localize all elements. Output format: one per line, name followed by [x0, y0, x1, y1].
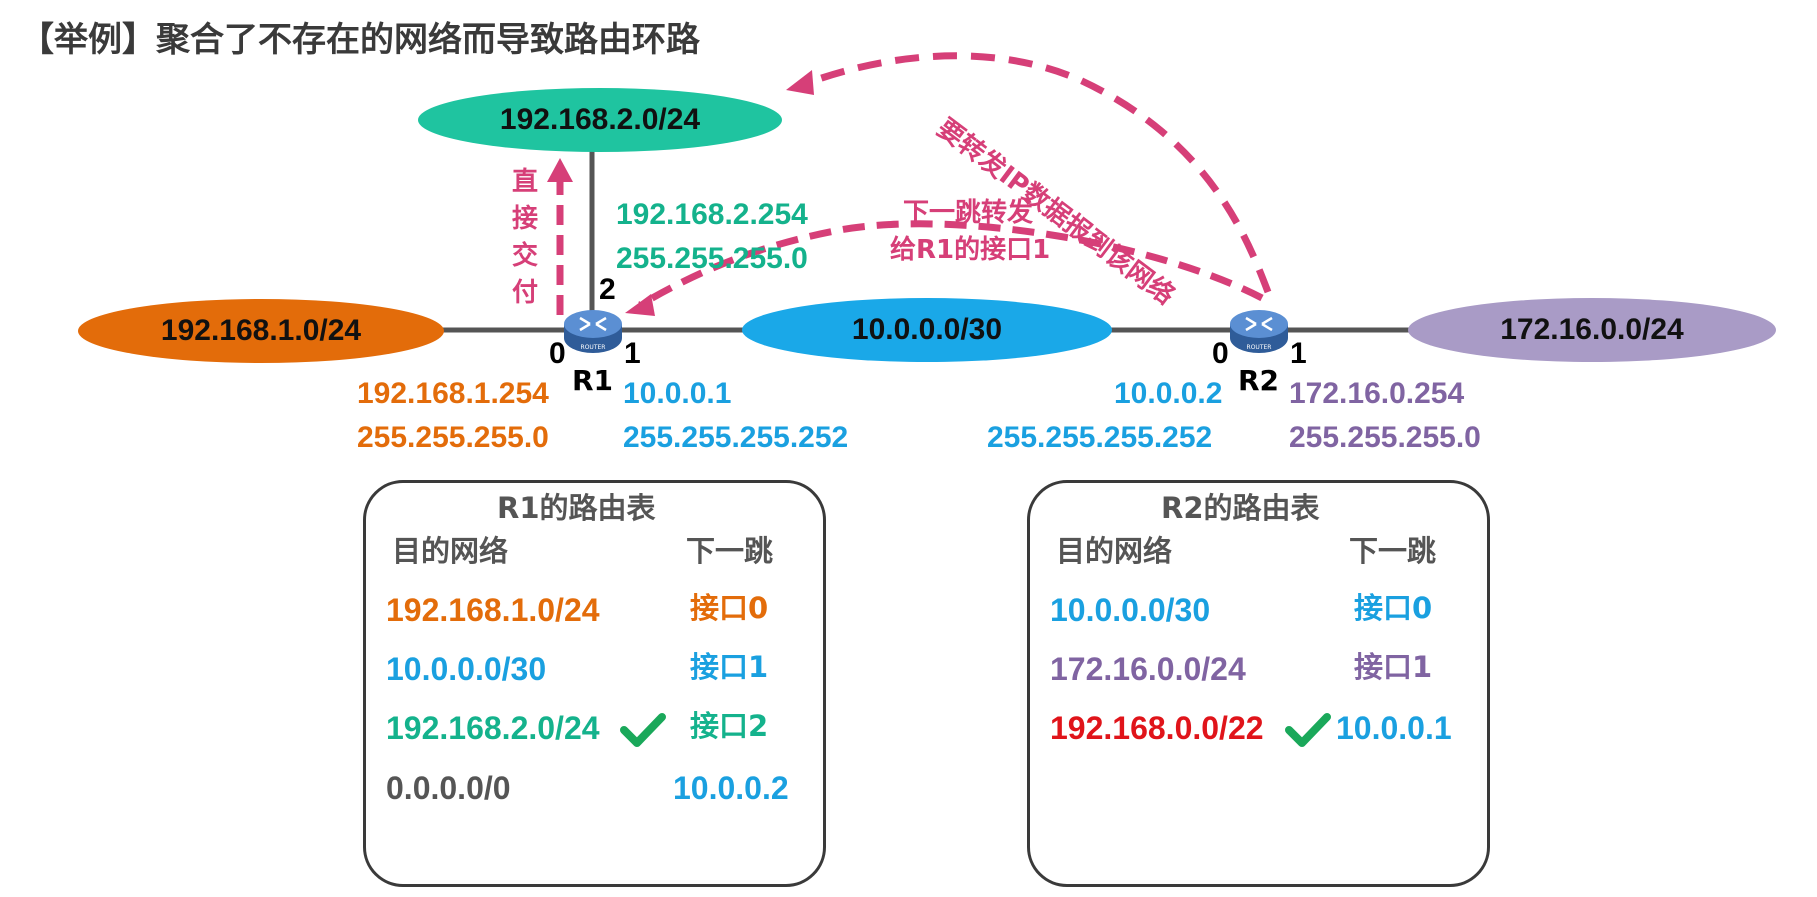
network-label: 10.0.0.0/30: [851, 313, 1003, 346]
network-10-0-0: 10.0.0.0/30: [742, 298, 1112, 362]
r2-row-next: 接口1: [1354, 650, 1433, 684]
direct-delivery-label: 直 接 交 付: [510, 164, 540, 312]
r1-port-2: 2: [599, 273, 616, 306]
r1-label: R1: [572, 364, 614, 397]
page-title: 【举例】聚合了不存在的网络而导致路由环路: [20, 20, 700, 60]
network-label: 192.168.1.0/24: [160, 314, 362, 347]
next-hop-arrowhead: [625, 294, 655, 316]
annotation-char: 交: [511, 241, 538, 271]
r1-if1-ip: 10.0.0.1: [623, 377, 732, 410]
r2-if1-mask: 255.255.255.0: [1289, 421, 1481, 454]
r1-routing-table: [363, 480, 826, 887]
r1-row-next: 10.0.0.2: [673, 770, 789, 806]
checkmark-icon: [620, 713, 666, 747]
r1-col-next: 下一跳: [686, 534, 774, 568]
r2-row-next: 10.0.0.1: [1336, 710, 1452, 746]
r1-row-next: 接口2: [690, 709, 769, 743]
r2-row-dest: 10.0.0.0/30: [1050, 592, 1211, 628]
r1-if2-mask: 255.255.255.0: [616, 242, 808, 275]
annotation-char: 接: [511, 204, 538, 234]
r2-port-1: 1: [1290, 337, 1307, 370]
r2-col-dest: 目的网络: [1056, 534, 1173, 568]
r1-table-title: R1的路由表: [497, 491, 656, 525]
direct-delivery-arrowhead: [547, 158, 573, 182]
network-192-168-1: 192.168.1.0/24: [78, 299, 444, 363]
r2-row-dest: 172.16.0.0/24: [1050, 651, 1246, 687]
next-hop-label-line1: 下一跳转发: [903, 198, 1034, 228]
next-hop-label-line2: 给R1的接口1: [890, 235, 1051, 265]
r1-row-dest: 192.168.2.0/24: [386, 710, 600, 746]
r2-row-dest: 192.168.0.0/22: [1050, 710, 1264, 746]
r1-if1-mask: 255.255.255.252: [623, 421, 849, 454]
forward-ip-arrow: [808, 52, 1272, 294]
router-icon: ROUTER: [564, 310, 622, 353]
network-label: 192.168.2.0/24: [499, 103, 701, 136]
svg-text:ROUTER: ROUTER: [1247, 344, 1272, 351]
r2-port-0: 0: [1212, 337, 1229, 370]
r2-if0-mask: 255.255.255.252: [987, 421, 1213, 454]
r1-row-dest: 10.0.0.0/30: [386, 651, 547, 687]
r1-row-next: 接口0: [690, 591, 769, 625]
r2-if0-ip: 10.0.0.2: [1114, 377, 1223, 410]
r1-row-dest: 0.0.0.0/0: [386, 770, 511, 806]
network-192-168-2: 192.168.2.0/24: [418, 88, 782, 152]
annotation-char: 直: [511, 167, 538, 197]
r1-if0-mask: 255.255.255.0: [357, 421, 549, 454]
forward-ip-arrowhead: [786, 70, 814, 95]
r2-routing-table: [1027, 480, 1490, 887]
svg-text:ROUTER: ROUTER: [581, 344, 606, 351]
r2-if1-ip: 172.16.0.254: [1289, 377, 1465, 410]
r1-row-next: 接口1: [690, 650, 769, 684]
r2-row-next: 接口0: [1354, 591, 1433, 625]
r1-port-0: 0: [549, 337, 566, 370]
network-label: 172.16.0.0/24: [1500, 313, 1684, 346]
checkmark-icon: [1285, 713, 1331, 747]
r1-port-1: 1: [624, 337, 641, 370]
r2-label: R2: [1238, 364, 1280, 397]
r2-col-next: 下一跳: [1349, 534, 1437, 568]
network-172-16: 172.16.0.0/24: [1408, 298, 1776, 362]
r1-if2-ip: 192.168.2.254: [616, 198, 808, 231]
r1-row-dest: 192.168.1.0/24: [386, 592, 600, 628]
next-hop-arrow: [638, 220, 1264, 309]
r2-table-title: R2的路由表: [1161, 491, 1320, 525]
router-icon: ROUTER: [1230, 310, 1288, 353]
r1-if0-ip: 192.168.1.254: [357, 377, 549, 410]
r1-col-dest: 目的网络: [392, 534, 509, 568]
annotation-char: 付: [511, 278, 538, 308]
